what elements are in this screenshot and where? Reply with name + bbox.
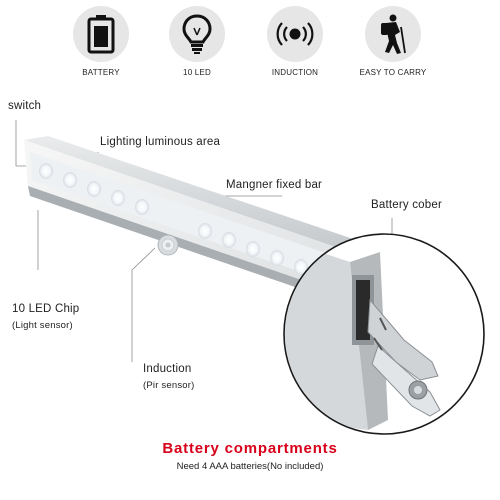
hiker-icon <box>381 14 406 54</box>
led-chip <box>135 199 149 215</box>
feature-circle <box>73 6 129 62</box>
callout-battery-cover: Battery cober <box>371 199 442 211</box>
feature-circle <box>267 6 323 62</box>
callout-pir-sensor: (Pir sensor) <box>143 380 195 391</box>
callout-fixed-bar: Mangner fixed bar <box>226 179 323 191</box>
feature-label: INDUCTION <box>271 68 319 77</box>
feature-label: EASY TO CARRY <box>359 68 427 77</box>
led-chip <box>198 223 212 239</box>
callout-light-sensor: (Light sensor) <box>12 320 73 331</box>
feature-10-led: 10 LED <box>160 6 234 77</box>
feature-label: 10 LED <box>183 68 211 77</box>
induction-icon <box>276 22 314 46</box>
led-chip <box>39 163 53 179</box>
led-chip <box>87 181 101 197</box>
battery-icon <box>87 15 115 54</box>
callout-switch: switch <box>8 100 42 112</box>
feature-battery: BATTERY <box>64 6 138 77</box>
light-bar <box>24 136 384 310</box>
feature-label: BATTERY <box>82 68 120 77</box>
feature-circle <box>365 6 421 62</box>
led-chip <box>222 232 236 248</box>
led-chip <box>294 259 308 275</box>
led-chip <box>246 241 260 257</box>
feature-circle <box>169 6 225 62</box>
callout-induction: Induction <box>143 363 192 375</box>
bulb-icon <box>182 14 212 54</box>
compartments-title: Battery compartments <box>162 440 338 457</box>
led-chip <box>270 250 284 266</box>
battery-compartment-zoom <box>283 233 485 435</box>
feature-easy-to-carry: EASY TO CARRY <box>356 6 430 77</box>
led-chip <box>111 190 125 206</box>
callout-led-chip: 10 LED Chip <box>12 303 80 315</box>
pir-sensor <box>157 234 179 256</box>
feature-induction: INDUCTION <box>258 6 332 77</box>
led-chip <box>63 172 77 188</box>
led-chips <box>39 163 308 275</box>
callout-lighting-area: Lighting luminous area <box>100 136 221 148</box>
compartments-subtitle: Need 4 AAA batteries(No included) <box>176 461 324 472</box>
